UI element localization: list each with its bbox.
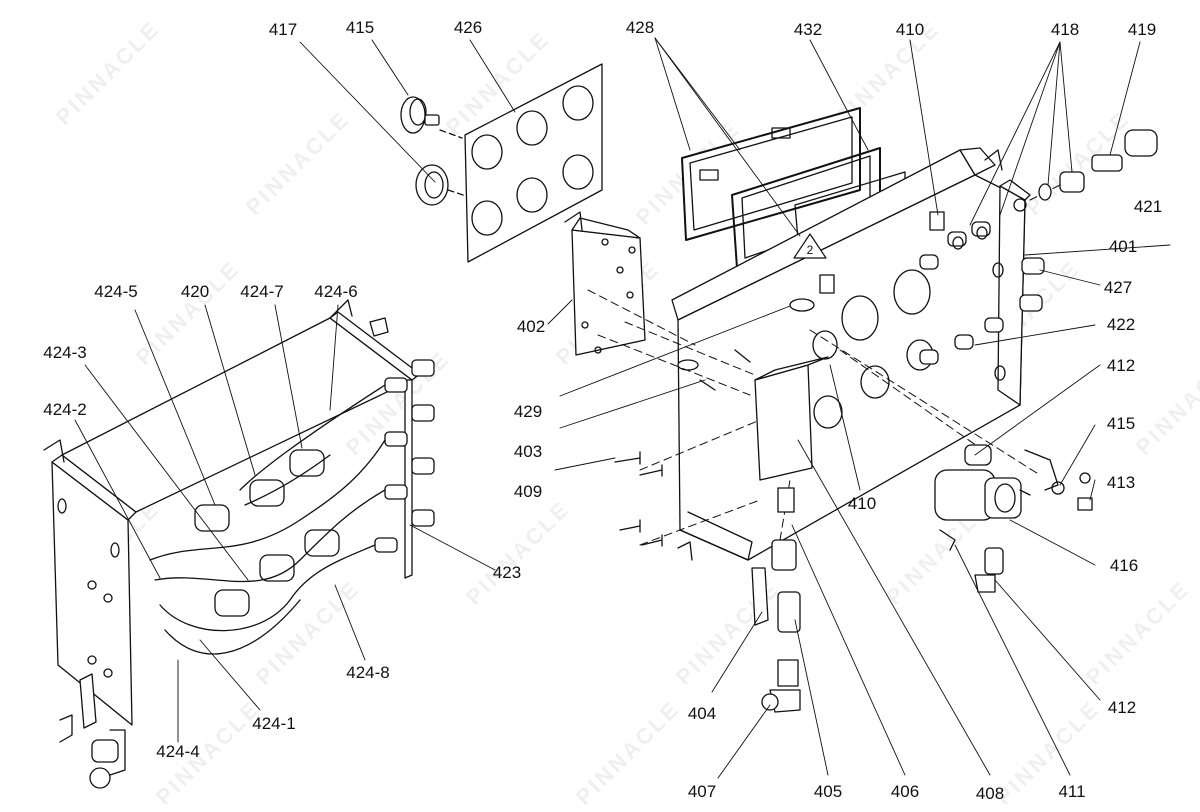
left-manifold-assembly [43, 299, 435, 789]
left-hoses [149, 384, 386, 655]
callout-407: 407 [687, 782, 717, 801]
callout-412a: 412 [1106, 356, 1136, 375]
left-quick-connectors [374, 359, 435, 553]
left-valves [194, 449, 340, 617]
callout-402: 402 [516, 317, 546, 336]
screws-409 [614, 349, 751, 547]
callout-413: 413 [1106, 473, 1136, 492]
callout-410a: 410 [895, 20, 925, 39]
valve-assembly-416 [934, 444, 1093, 593]
svg-text:2: 2 [807, 243, 814, 257]
callout-406: 406 [890, 782, 920, 801]
callout-429: 429 [513, 402, 543, 421]
callout-432: 432 [793, 20, 823, 39]
callout-417: 417 [268, 20, 298, 39]
note-triangle: 2 [793, 233, 827, 259]
bracket-402 [564, 211, 646, 356]
callout-408: 408 [975, 784, 1005, 803]
callout-409: 409 [513, 482, 543, 501]
callout-418: 418 [1050, 20, 1080, 39]
callout-426: 426 [453, 18, 483, 37]
gauge-and-label-parts [400, 63, 603, 263]
callout-424-7: 424-7 [240, 282, 284, 301]
callout-424-8: 424-8 [346, 663, 390, 682]
callout-421: 421 [1133, 197, 1163, 216]
callout-405: 405 [813, 782, 843, 801]
callout-422: 422 [1106, 315, 1136, 334]
callout-424-4: 424-4 [156, 742, 200, 761]
callout-403: 403 [513, 442, 543, 461]
callout-415a: 415 [345, 18, 375, 37]
callout-420: 420 [180, 282, 210, 301]
callout-410b: 410 [847, 494, 877, 513]
callout-416: 416 [1109, 556, 1139, 575]
callout-401: 401 [1108, 237, 1138, 256]
main-panel-401 [671, 147, 1045, 561]
assembly-dashed-lines [587, 184, 1061, 546]
display-modules [681, 107, 906, 269]
callout-419: 419 [1127, 20, 1157, 39]
callout-424-1: 424-1 [252, 714, 296, 733]
callout-424-2: 424-2 [43, 400, 87, 419]
callout-404: 404 [687, 704, 717, 723]
callout-411: 411 [1058, 782, 1086, 801]
callout-412b: 412 [1107, 698, 1137, 717]
callout-424-3: 424-3 [43, 343, 87, 362]
drain-fittings [751, 487, 801, 713]
callout-415b: 415 [1106, 414, 1136, 433]
leader-lines [74, 37, 1171, 779]
fittings-418-421 [952, 129, 1158, 250]
callout-423: 423 [492, 563, 522, 582]
callout-424-6: 424-6 [314, 282, 358, 301]
callout-424-5: 424-5 [94, 282, 138, 301]
callout-427: 427 [1103, 278, 1133, 297]
callout-428: 428 [625, 18, 655, 37]
